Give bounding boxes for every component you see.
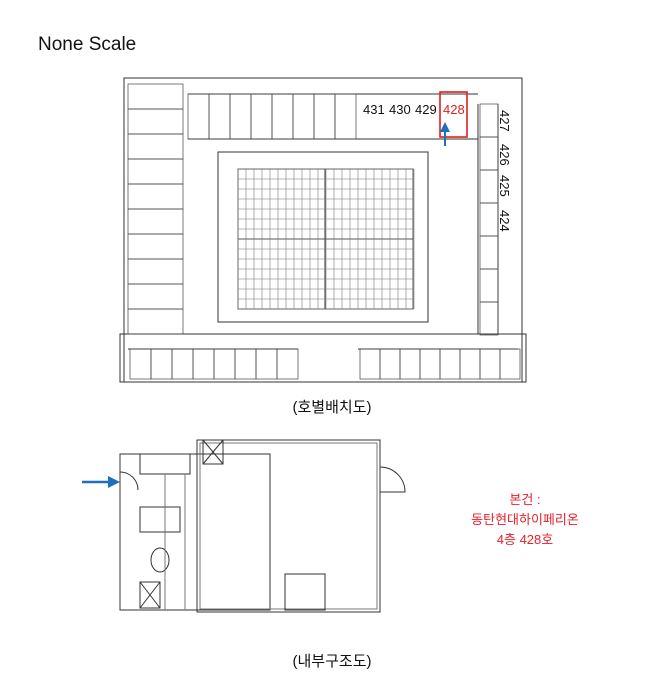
unit-431: 431: [363, 102, 385, 117]
unit-428: 428: [443, 102, 465, 117]
note-line-2: 동탄현대하이페리온: [471, 512, 579, 527]
unit-430: 430: [389, 102, 411, 117]
floor-layout-plan: 431 430 429 428 427 426 425 424: [119, 77, 527, 383]
unit-425: 425: [497, 175, 512, 197]
scale-label: None Scale: [38, 34, 137, 55]
note-line-3: 4층 428호: [496, 532, 554, 547]
floor-plan-caption: (호별배치도): [292, 399, 372, 416]
interior-plan-caption: (내부구조도): [292, 653, 372, 670]
side-unit-labels: 427 426 425 424: [497, 110, 512, 232]
unit-429: 429: [415, 102, 437, 117]
unit-424: 424: [497, 210, 512, 232]
top-unit-labels: 431 430 429 428: [363, 102, 465, 117]
interior-plan: [82, 439, 406, 613]
highlight-box: [439, 91, 468, 138]
entrance-arrow-icon: [82, 476, 120, 488]
property-note: 본건 : 동탄현대하이페리온 4층 428호: [455, 490, 595, 550]
arrow-icon: [440, 122, 450, 146]
unit-427: 427: [497, 110, 512, 132]
note-line-1: 본건 :: [509, 492, 541, 507]
unit-426: 426: [497, 144, 512, 166]
